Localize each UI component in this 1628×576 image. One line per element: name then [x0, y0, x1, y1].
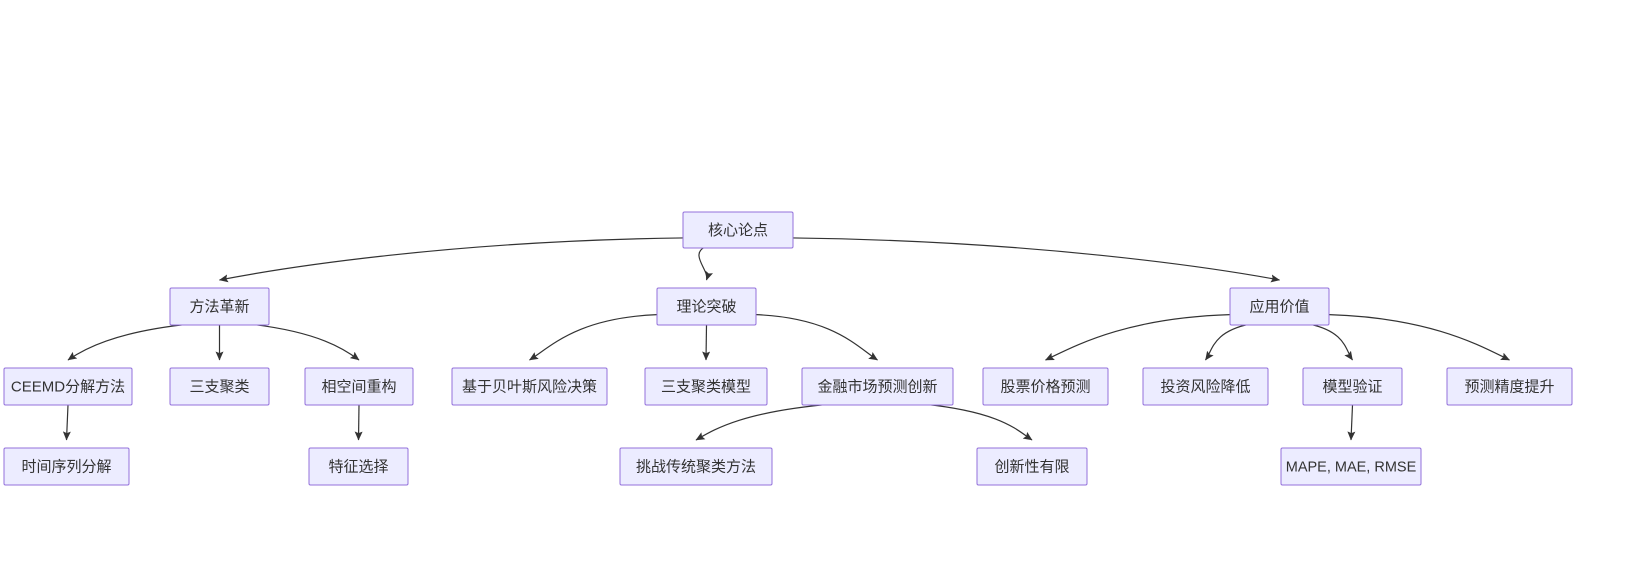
- edge-l2a3-to-l3a3: [354, 404, 363, 441]
- node-box[interactable]: [3, 367, 133, 406]
- node-l2b2[interactable]: 三支聚类模型: [644, 367, 768, 406]
- node-l2c3[interactable]: 模型验证: [1302, 367, 1403, 406]
- edge-l2c3-to-l3c3: [1347, 404, 1356, 441]
- edge-l1b-to-l2b3: [755, 314, 878, 361]
- node-box[interactable]: [1446, 367, 1573, 406]
- node-box[interactable]: [682, 211, 794, 249]
- node-l2b3[interactable]: 金融市场预测创新: [801, 367, 954, 406]
- edge-l1c-to-l2c2: [1205, 323, 1250, 361]
- node-label: MAPE, MAE, RMSE: [1286, 459, 1417, 475]
- node-label: CEEMD分解方法: [11, 378, 125, 395]
- node-label: 股票价格预测: [1000, 378, 1090, 395]
- edge-l1c-to-l2c3: [1309, 323, 1353, 361]
- node-label: 应用价值: [1249, 297, 1309, 315]
- node-label: 挑战传统聚类方法: [636, 458, 756, 475]
- node-box[interactable]: [1229, 287, 1330, 326]
- node-l3b3a[interactable]: 挑战传统聚类方法: [619, 447, 773, 486]
- node-label: 方法革新: [189, 298, 249, 315]
- node-box[interactable]: [308, 447, 409, 486]
- node-l2c2[interactable]: 投资风险降低: [1142, 367, 1269, 406]
- node-label: 理论突破: [676, 298, 736, 315]
- node-box[interactable]: [1302, 367, 1403, 406]
- node-box[interactable]: [169, 287, 270, 326]
- edge-l1c-to-l2c4: [1328, 314, 1510, 361]
- node-l1c[interactable]: 应用价值: [1229, 287, 1330, 326]
- node-l2b1[interactable]: 基于贝叶斯风险决策: [451, 367, 608, 406]
- node-box[interactable]: [982, 367, 1109, 406]
- edge-root-to-l1a: [219, 237, 684, 283]
- edge-l2a1-to-l3a1: [62, 404, 71, 441]
- node-label: 特征选择: [328, 458, 388, 475]
- node-box[interactable]: [801, 367, 954, 406]
- node-box[interactable]: [304, 367, 414, 406]
- node-box[interactable]: [1142, 367, 1269, 406]
- node-box[interactable]: [3, 447, 130, 486]
- node-label: 创新性有限: [994, 458, 1069, 475]
- edge-l1c-to-l2c1: [1045, 314, 1231, 361]
- edge-l1b-to-l2b2: [702, 324, 711, 361]
- edge-l2b3-to-l3b3b: [922, 403, 1033, 441]
- node-l3a3[interactable]: 特征选择: [308, 447, 409, 486]
- node-l1b[interactable]: 理论突破: [656, 287, 757, 326]
- node-label: 相空间重构: [321, 378, 396, 395]
- node-l2a3[interactable]: 相空间重构: [304, 367, 414, 406]
- edge-l2b3-to-l3b3a: [695, 403, 833, 441]
- node-box[interactable]: [656, 287, 757, 326]
- node-label: 金融市场预测创新: [817, 378, 937, 395]
- node-box[interactable]: [169, 367, 270, 406]
- edge-l1a-to-l2a1: [67, 323, 190, 361]
- node-l2a2[interactable]: 三支聚类: [169, 367, 270, 406]
- edge-l1a-to-l2a3: [249, 323, 360, 361]
- node-l2a1[interactable]: CEEMD分解方法: [3, 367, 133, 406]
- node-l3b3b[interactable]: 创新性有限: [976, 447, 1088, 486]
- node-label: 核心论点: [708, 222, 768, 239]
- node-box[interactable]: [451, 367, 608, 406]
- node-label: 基于贝叶斯风险决策: [462, 378, 597, 395]
- edges-layer: [62, 237, 1510, 441]
- edge-root-to-l1b: [698, 246, 714, 281]
- node-l3a1[interactable]: 时间序列分解: [3, 447, 130, 486]
- edge-l1b-to-l2b1: [529, 314, 658, 361]
- node-label: 预测精度提升: [1464, 378, 1554, 395]
- node-l1a[interactable]: 方法革新: [169, 287, 270, 326]
- node-label: 三支聚类: [189, 378, 249, 395]
- node-label: 投资风险降低: [1160, 378, 1250, 395]
- node-l3c3[interactable]: MAPE, MAE, RMSE: [1280, 447, 1422, 486]
- node-box[interactable]: [619, 447, 773, 486]
- node-label: 模型验证: [1322, 378, 1382, 395]
- node-box[interactable]: [1280, 447, 1422, 486]
- node-box[interactable]: [644, 367, 768, 406]
- node-label: 三支聚类模型: [661, 378, 751, 395]
- node-root[interactable]: 核心论点: [682, 211, 794, 249]
- node-l2c1[interactable]: 股票价格预测: [982, 367, 1109, 406]
- edge-root-to-l1c: [792, 237, 1280, 283]
- node-l2c4[interactable]: 预测精度提升: [1446, 367, 1573, 406]
- node-box[interactable]: [976, 447, 1088, 486]
- node-label: 时间序列分解: [21, 458, 111, 475]
